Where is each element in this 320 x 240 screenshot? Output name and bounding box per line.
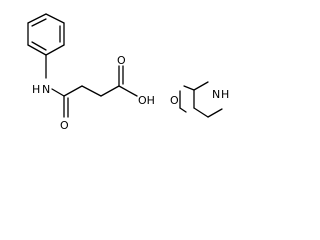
succinanilic-acid-molecule: N H O O OH xyxy=(27,13,155,132)
amide-oxygen-label: O xyxy=(60,119,69,132)
ring-nitrogen-label: N xyxy=(212,88,220,101)
ring-bond xyxy=(193,81,209,91)
ring-bond xyxy=(45,44,65,56)
ring-bond xyxy=(193,107,209,118)
chain-bond xyxy=(100,85,120,97)
ring-hydrogen-label: H xyxy=(221,88,229,101)
benzene-ring xyxy=(27,13,65,56)
hydroxyl-label: OH xyxy=(138,94,155,107)
amide-hydrogen-label: H xyxy=(32,83,40,96)
ring-bond xyxy=(27,44,47,56)
structure-drawing: N H O O OH N H O xyxy=(27,13,229,132)
ring-oxygen-label: O xyxy=(170,94,179,107)
amide-nitrogen-label: N xyxy=(42,83,50,96)
ring-bond xyxy=(45,13,65,24)
acid-oh-bond xyxy=(118,85,138,97)
ring-bond xyxy=(183,85,195,91)
ring-double-bond xyxy=(31,41,47,51)
ring-bond xyxy=(207,108,223,118)
n-carbonyl-bond xyxy=(51,88,65,97)
morpholine-molecule: N H O xyxy=(170,81,229,118)
structure-canvas: N H O O OH N H O xyxy=(0,0,254,144)
chain-bond xyxy=(63,85,83,97)
ring-bond xyxy=(179,107,187,113)
ring-bond xyxy=(27,13,47,24)
ring-double-bond xyxy=(31,18,47,27)
acid-oxygen-label: O xyxy=(117,54,126,67)
chain-bond xyxy=(81,85,102,97)
